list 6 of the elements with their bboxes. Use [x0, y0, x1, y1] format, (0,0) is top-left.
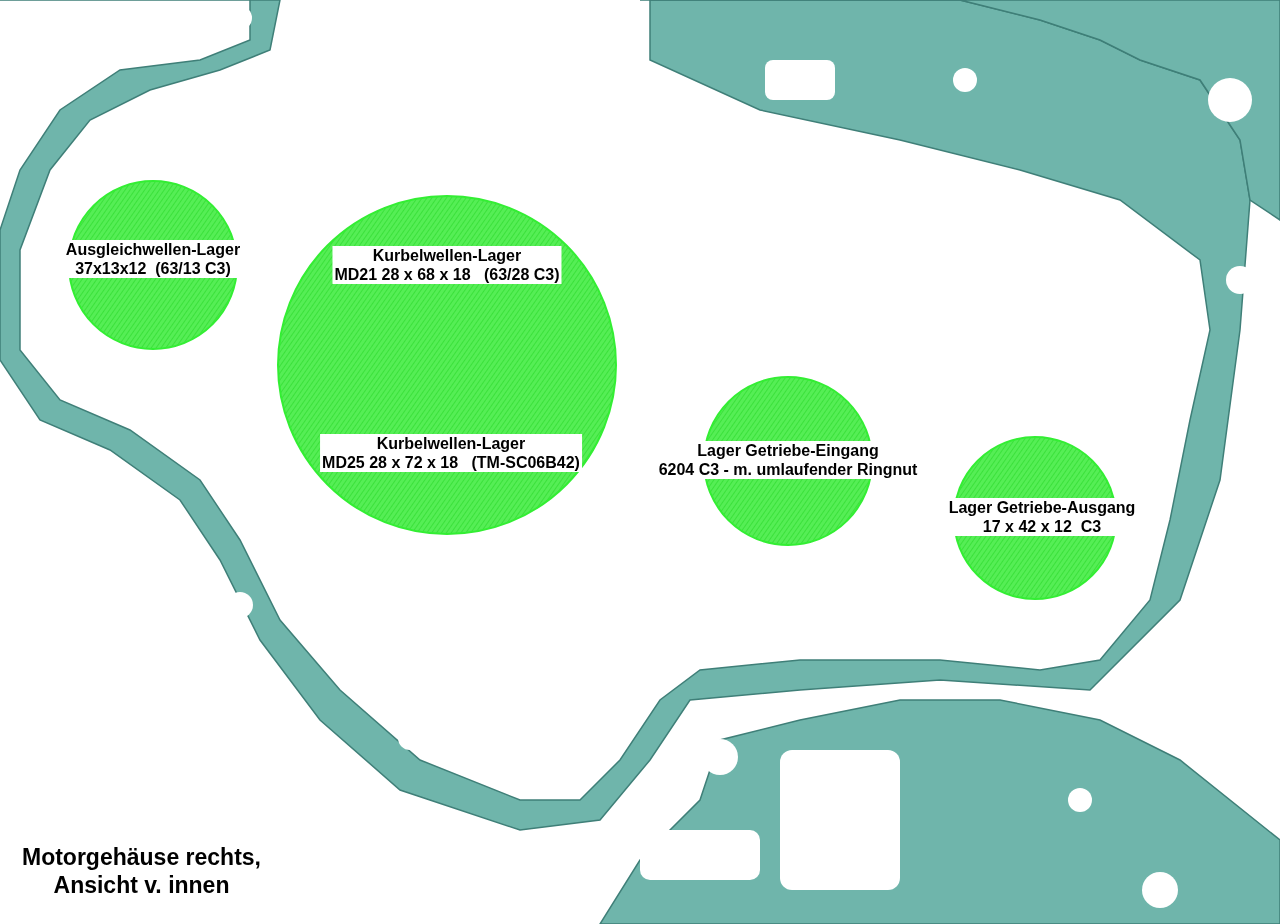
caption: Motorgehäuse rechts, Ansicht v. innen	[22, 843, 261, 899]
bearing-label: Lager Getriebe-Ausgang 17 x 42 x 12 C3	[946, 498, 1138, 536]
bearing-label: Kurbelwellen-Lager MD21 28 x 68 x 18 (63/28 C3)	[332, 246, 562, 284]
bearing-label: Lager Getriebe-Eingang 6204 C3 - m. umlaufender Ringnut	[656, 441, 920, 479]
bearing-label: Kurbelwellen-Lager MD25 28 x 72 x 18 (TM-SC06B42)	[320, 434, 582, 472]
bearing-label: Ausgleichwellen-Lager 37x13x12 (63/13 C3)	[63, 240, 243, 278]
